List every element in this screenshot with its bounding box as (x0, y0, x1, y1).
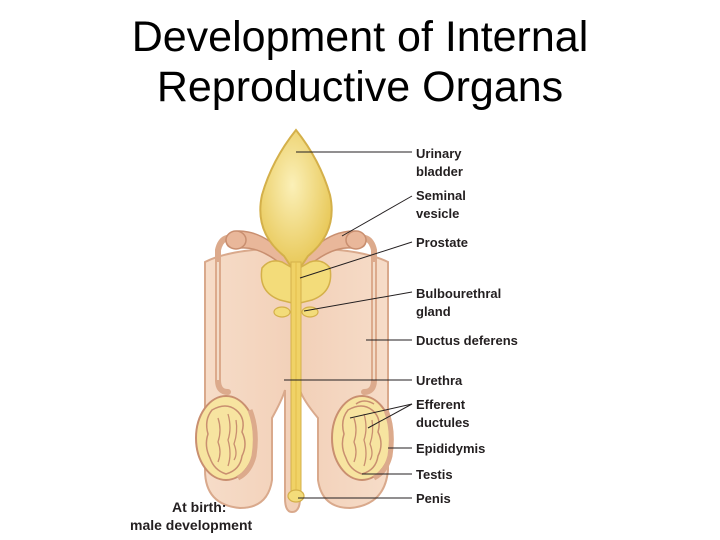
label-seminal-vesicle-1: Seminal (416, 188, 466, 203)
testis-left (195, 395, 258, 481)
leader-efferent-ductules-b (367, 403, 413, 429)
label-bulbourethral-gland-2: gland (416, 304, 451, 319)
title-line-2: Reproductive Organs (156, 63, 564, 111)
label-seminal-vesicle-2: vesicle (416, 206, 459, 221)
label-prostate: Prostate (416, 235, 468, 250)
seminal-vesicle-left (225, 230, 293, 272)
leader-lines (284, 151, 413, 499)
bulbourethral-gland-left (273, 306, 291, 318)
label-penis: Penis (416, 491, 451, 506)
leader-efferent-ductules-a (349, 403, 413, 419)
page-title: Development of Internal Reproductive Org… (0, 12, 720, 112)
title-line-1: Development of Internal (131, 13, 589, 61)
label-efferent-ductules-1: Efferent (416, 397, 466, 412)
label-efferent-ductules-2: ductules (416, 415, 469, 430)
label-bulbourethral-gland-1: Bulbourethral (416, 286, 501, 301)
leader-bulbourethral-gland (303, 291, 413, 312)
leader-prostate (299, 241, 413, 279)
caption-line-1: At birth: (172, 499, 226, 515)
testis-right (331, 395, 394, 481)
label-epididymis: Epididymis (416, 441, 485, 456)
label-urinary-bladder-2: bladder (416, 164, 463, 179)
label-ductus-deferens: Ductus deferens (416, 333, 518, 348)
label-urinary-bladder-1: Urinary (416, 146, 462, 161)
seminal-vesicle-right (299, 230, 367, 272)
glans (287, 489, 305, 503)
label-testis: Testis (416, 467, 453, 482)
label-urethra: Urethra (416, 373, 463, 388)
caption-line-2: male development (130, 517, 252, 533)
leader-seminal-vesicle (341, 195, 413, 237)
